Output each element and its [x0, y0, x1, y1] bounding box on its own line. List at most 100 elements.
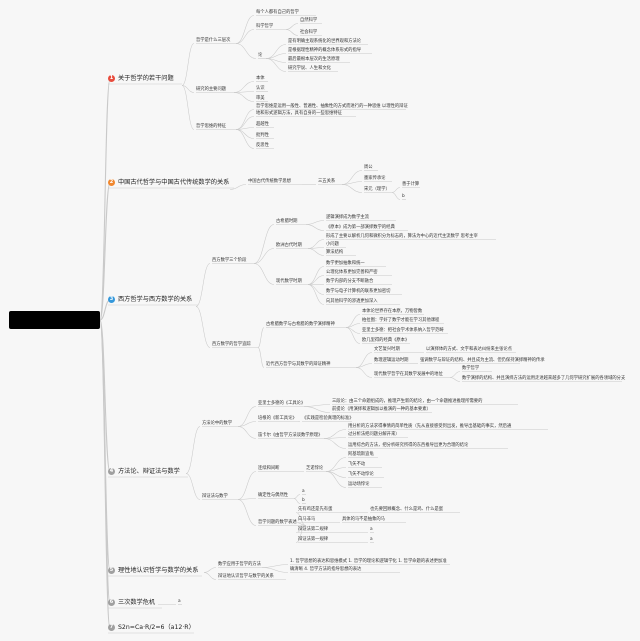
node-n3a1b[interactable]: 《原本》成为第一部演绎数学的经典 [326, 225, 395, 230]
node-n4b3[interactable]: 哲学问题的数学表述 [258, 520, 297, 525]
node-n3a[interactable]: 西方数学三个阶段 [212, 258, 247, 263]
node-n3a3b[interactable]: 公理化体系更加完善和严密 [326, 270, 378, 275]
node-n3a3d[interactable]: 数学与电子计算机的联系更加密切 [326, 289, 391, 294]
node-n3a3c[interactable]: 数学内部的分支不断融合 [326, 279, 374, 284]
node-n1c1[interactable]: 哲学思维是运用一般性、普遍性、抽象性的方式而进行的一种思维 以理性的辩证 [256, 104, 408, 109]
node-n3b2c[interactable]: 现代数学哲学在其数学发展中的地位 [374, 372, 443, 377]
node-n1b1[interactable]: 本体 [256, 76, 265, 81]
node-n2a1c1[interactable]: 善于计算 [402, 182, 420, 187]
node-n3b2c2[interactable]: 数学演绎的结构、并且演绎方法的运用走进越来越多了几何学研究扩展的各领域的分支 [462, 376, 626, 381]
node-n3b1[interactable]: 古希腊数学与古希腊的数学演绎精神 [266, 322, 335, 327]
node-n3b[interactable]: 西方数学的哲学追踪 [212, 342, 251, 347]
node-n3a2b[interactable]: 算法结构 [326, 250, 344, 255]
node-n3a2a[interactable]: 形成了主要以解析几何和微积分为标志的，算法为中心的近代主流数学 思考主宰 [326, 234, 478, 239]
branch-title[interactable]: 三次数学危机 [118, 599, 156, 606]
node-n3a1a[interactable]: 逻辑演绎成为数学主流 [326, 215, 369, 220]
root-node[interactable] [9, 311, 100, 329]
node-n4b3b[interactable]: 白马非马 [298, 517, 316, 522]
node-n4b1a[interactable]: 芝诺悖论 [306, 466, 324, 471]
node-n4a1b[interactable]: 前提论（用演绎和逻辑加以推演的一种的基本要素） [332, 407, 431, 412]
node-n1b[interactable]: 研究的主要问题 [196, 87, 227, 92]
node-n1a[interactable]: 哲学是什么三层次 [196, 38, 231, 43]
node-n4b3c[interactable]: 辩证法第二规律 [298, 527, 329, 532]
node-n3a1[interactable]: 古希腊时期 [276, 219, 298, 224]
node-n5b[interactable]: 辩证地认识哲学与数学的关系 [218, 574, 274, 579]
node-n1b3[interactable]: 审美 [256, 96, 265, 101]
node-n3b2b1[interactable]: 强调数学与辩证的结构、并且成为主流、但仍保持演绎精神的传承 [420, 358, 545, 363]
node-n3b1a[interactable]: 本体论世界存在本原，万物皆数 [362, 309, 423, 314]
node-n1a3a[interactable]: 是有明确主观系统化的世界观和方法论 [288, 39, 362, 44]
node-n6a[interactable]: a [178, 599, 181, 604]
node-n3b2c1[interactable]: 数学哲学 [462, 366, 480, 371]
node-n2a1a[interactable]: 周公 [364, 165, 373, 170]
node-n3b1c[interactable]: 亚里士多德：把社会学术体系纳入哲学范畴 [362, 328, 444, 333]
node-n1c3[interactable]: 批判性 [256, 133, 269, 138]
node-n4a2a[interactable]: 《实践是检验真理的标准》 [302, 416, 354, 421]
node-n4b1a4[interactable]: 运动场悖论 [348, 482, 370, 487]
node-n5a1b[interactable]: 确清晰 4. 哲学方法的指导思想的表达 [290, 567, 362, 572]
node-n4b2b[interactable]: b [302, 498, 305, 503]
node-n3b2[interactable]: 近代西方哲学与其数学的辩证精神 [266, 362, 331, 367]
node-n3a3a[interactable]: 数学更加抽象和统一 [326, 261, 365, 266]
node-n3b2a[interactable]: 文艺复兴时期 [374, 347, 400, 352]
node-n4b3c1[interactable]: a [370, 527, 373, 532]
node-n4b3d1[interactable]: a [370, 537, 373, 542]
node-n1a3d[interactable]: 研究学说、人生和文化 [288, 66, 331, 71]
node-n4a1a[interactable]: 三段论：由三个命题组成的，推理产生新的结论，由一个命题推进推理所需要的 [332, 399, 483, 404]
node-n4a3[interactable]: 笛卡尔《由哲学方法谈数学原理》 [258, 433, 323, 438]
node-n5a1[interactable]: 1. 哲学思想的表达和思维模式 1. 哲学的理论和逻辑学化 1. 哲学命题的表述… [290, 559, 447, 564]
node-n4a3c[interactable]: 运用综合的方法，把分析研究所得的东西推导出更为合理的结论 [348, 443, 469, 448]
node-n2a1c[interactable]: 宋元（理学） [364, 187, 390, 192]
node-n4b3d[interactable]: 辩证法第一规律 [298, 537, 329, 542]
node-n1a2a[interactable]: 自然科学 [300, 18, 318, 23]
node-n3a2a2[interactable]: 小问题 [326, 242, 339, 247]
branch-title[interactable]: 关于哲学的若干问题 [118, 75, 174, 82]
node-n1c[interactable]: 哲学思维的特征 [196, 124, 227, 129]
node-n2a1b[interactable]: 墨家传承论 [364, 176, 386, 181]
branch-title[interactable]: S2n=Ca·R/2=6（a12·R） [118, 624, 195, 631]
node-n4a3b[interactable]: 过分析法把问题分解开来） [348, 432, 400, 437]
node-n1a1[interactable]: 每个人都有自己的哲学 [256, 10, 299, 15]
node-n4b[interactable]: 辩证法与数学 [202, 494, 228, 499]
node-n4b3a[interactable]: 先有鸡还是先有蛋 [298, 507, 333, 512]
node-n2a1[interactable]: 三五关系 [318, 179, 336, 184]
node-n1a2b[interactable]: 社会科学 [300, 30, 318, 35]
node-n2a[interactable]: 中国古代传统数学思想 [248, 179, 291, 184]
node-n4b3b1[interactable]: 具体的马不是抽象的马 [342, 517, 385, 522]
node-n1b2[interactable]: 认识 [256, 86, 265, 91]
node-n1a3b[interactable]: 是根据理性精神的概念体系形式的指导 [288, 48, 362, 53]
node-n4b1a2[interactable]: 飞矢不动 [348, 462, 366, 467]
node-n4a1[interactable]: 亚里士多德的《工具论》 [258, 401, 306, 406]
branch-title[interactable]: 方法论、辩证法与数学 [118, 468, 180, 475]
node-n3a3e[interactable]: 向其他科学的渗透更加深入 [326, 299, 378, 304]
node-connector [237, 421, 257, 427]
node-n4a2[interactable]: 培根的《新工具论》 [258, 416, 297, 421]
node-connector [253, 224, 275, 264]
node-n1a2[interactable]: 科学哲学 [256, 24, 274, 29]
node-n4b2a[interactable]: a [302, 489, 305, 494]
node-n4b2[interactable]: 确定性与偶然性 [258, 493, 289, 498]
node-n3a2[interactable]: 欧洲古代时期 [276, 243, 302, 248]
node-n4b3a1[interactable]: 也先要回顾概念、什么是鸡、什么是蛋 [370, 507, 444, 512]
node-n4b1a3[interactable]: 飞矢不动悖论 [348, 472, 374, 477]
node-n3b1d[interactable]: 欧几里得的经典《原本》 [362, 338, 410, 343]
branch-title[interactable]: 西方哲学与西方数学的关系 [118, 296, 193, 303]
node-n4b1a1[interactable]: 阿基琉斯追龟 [348, 452, 374, 457]
node-connector [235, 116, 255, 130]
node-n4a[interactable]: 方法论中的数学 [202, 421, 233, 426]
node-n1a3[interactable]: 论 [258, 53, 263, 58]
node-n3b2b[interactable]: 数理逻辑运动时期 [374, 358, 409, 363]
node-n3a3[interactable]: 现代数学时期 [276, 279, 302, 284]
node-n2a1c2[interactable]: b [402, 194, 405, 199]
node-n5a[interactable]: 数学应用于哲学的方法 [218, 562, 261, 567]
branch-title[interactable]: 中国古代哲学与中国古代传统数学的关系 [118, 179, 230, 186]
node-n4b1[interactable]: 连续和间断 [258, 466, 280, 471]
node-n1c4[interactable]: 反思性 [256, 143, 269, 148]
branch-title[interactable]: 理性地认识哲学与数学的关系 [118, 567, 199, 574]
node-n1c1b[interactable]: 地和形式逻辑方法，具有自身的一些思维特征 [256, 111, 342, 116]
node-n3b2a1[interactable]: 以演绎体的方式、文字和表达纠纷来主张论点 [426, 347, 512, 352]
node-n1a3c[interactable]: 最后最根本层次的生活原理 [288, 57, 340, 62]
node-n1c2[interactable]: 超越性 [256, 122, 269, 127]
node-n3b1b[interactable]: 柏拉图：学好了数学才能在学习其他课程 [362, 318, 440, 323]
node-n4a3a[interactable]: 用分析的方法求得事情的简单性质（先从直接感受到出发，推导出基础的事实，然后通 [348, 424, 512, 429]
